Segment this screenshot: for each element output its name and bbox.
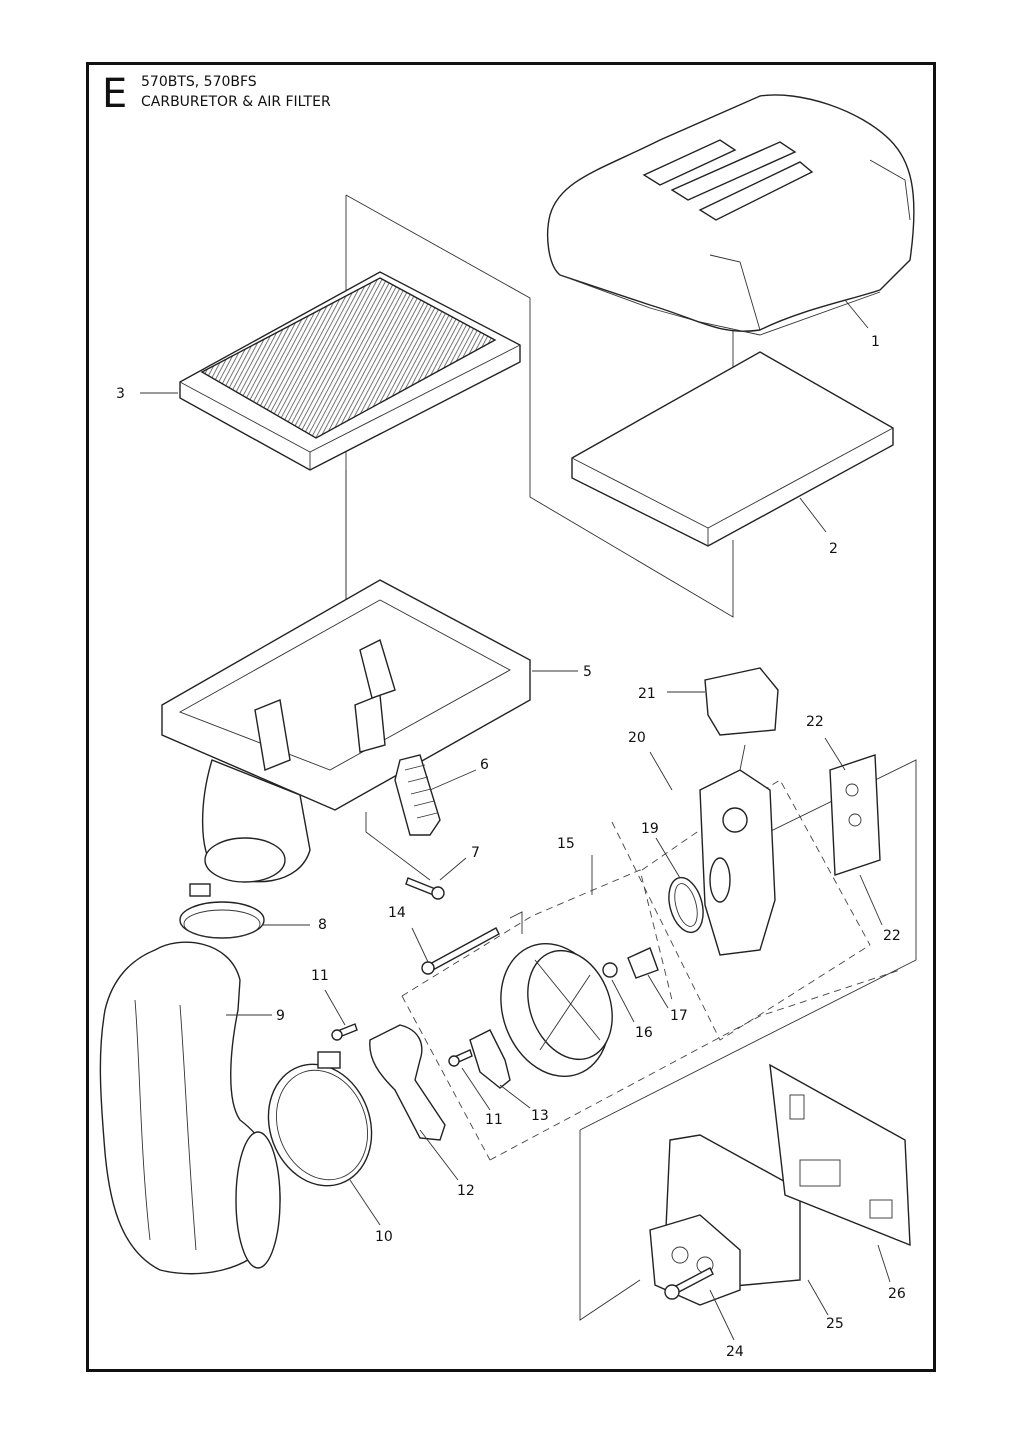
- gasket-icon: [769, 1063, 911, 1247]
- callout-11: 11: [485, 1112, 503, 1128]
- diagram-frame: [86, 62, 936, 1372]
- screw-icon: [421, 927, 500, 975]
- callout-1: 1: [871, 334, 880, 350]
- screw-icon: [405, 877, 445, 900]
- callout-15: 15: [557, 836, 575, 852]
- screw-icon: [331, 1023, 473, 1067]
- callout-22: 22: [883, 928, 901, 944]
- callout-16: 16: [635, 1025, 653, 1041]
- air-filter-cover-icon: [547, 94, 915, 336]
- bracket-plate-icon: [369, 1024, 446, 1141]
- lever-icon: [469, 1029, 511, 1089]
- adapter-icon: [500, 942, 613, 1078]
- callout-24: 24: [726, 1344, 744, 1360]
- callout-12: 12: [457, 1183, 475, 1199]
- callout-numbers: 1 2 3 5 6 7 8 9 10 11 11 12 13 14 15 16 …: [116, 334, 906, 1360]
- callout-25: 25: [826, 1316, 844, 1332]
- gasket-icon: [829, 754, 881, 876]
- callout-20: 20: [628, 730, 646, 746]
- carburetor-icon: [699, 744, 776, 956]
- gasket-icon: [602, 876, 704, 979]
- model-numbers: 570BTS, 570BFS: [141, 74, 257, 90]
- callout-17: 17: [670, 1008, 688, 1024]
- screw-icon: [664, 1267, 714, 1300]
- callout-10: 10: [375, 1229, 393, 1245]
- callout-3: 3: [116, 386, 125, 402]
- callout-21: 21: [638, 686, 656, 702]
- section-letter: E: [102, 71, 128, 117]
- callout-6: 6: [480, 757, 489, 773]
- diagram-title: CARBURETOR & AIR FILTER: [141, 94, 331, 110]
- callout-9: 9: [276, 1008, 285, 1024]
- callout-8: 8: [318, 917, 327, 933]
- callout-26: 26: [888, 1286, 906, 1302]
- callout-19: 19: [641, 821, 659, 837]
- air-filter-element-icon: [179, 271, 521, 471]
- callout-14: 14: [388, 905, 406, 921]
- callout-7: 7: [471, 845, 480, 861]
- large-clamp-icon: [267, 1051, 373, 1187]
- filter-housing-icon: [161, 579, 531, 883]
- cap-icon: [704, 667, 779, 736]
- callout-13: 13: [531, 1108, 549, 1124]
- callout-22: 22: [806, 714, 824, 730]
- bracket-icon: [394, 754, 441, 836]
- intake-elbow-icon: [99, 941, 281, 1275]
- callout-5: 5: [583, 664, 592, 680]
- heat-shield-icon: [649, 1134, 801, 1306]
- hose-clamp-icon: [179, 883, 265, 939]
- filter-pad-icon: [571, 351, 894, 547]
- callout-2: 2: [829, 541, 838, 557]
- leader-lines: [140, 299, 891, 1341]
- callout-11: 11: [311, 968, 329, 984]
